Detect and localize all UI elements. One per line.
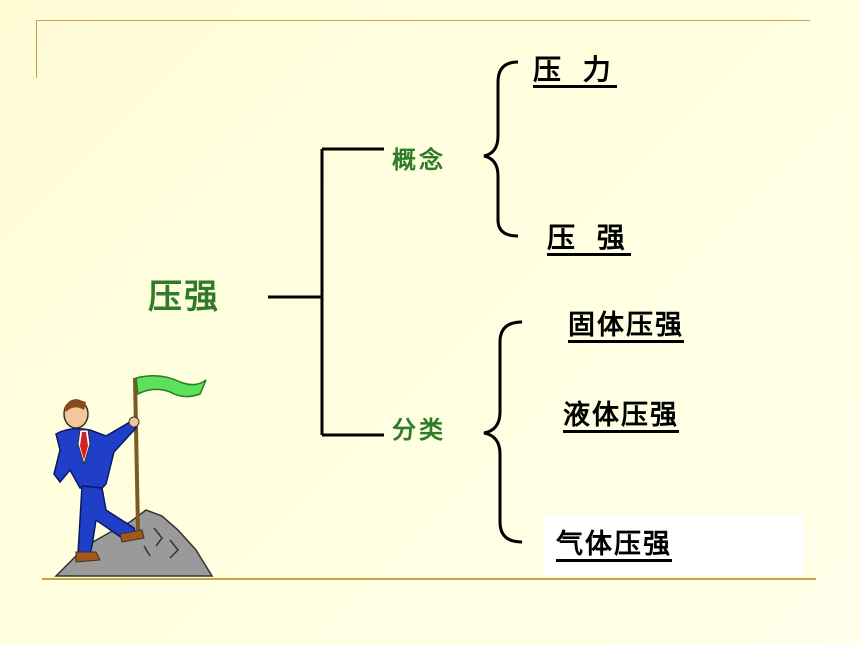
root-node: 压强 bbox=[148, 277, 220, 317]
frame-top-line bbox=[36, 20, 810, 21]
branch-concept: 概念 bbox=[392, 146, 446, 174]
leaf-pressure: 压 强 bbox=[547, 221, 631, 256]
man-with-flag-on-mountain-icon bbox=[53, 375, 214, 577]
frame-left-line bbox=[36, 20, 37, 78]
frame-bottom-line bbox=[42, 578, 816, 580]
leaf-gas-pressure-highlight bbox=[544, 515, 804, 575]
leaf-gas-pressure: 气体压强 bbox=[556, 529, 672, 562]
branch-category: 分类 bbox=[392, 416, 446, 444]
brace-category bbox=[483, 320, 523, 544]
brace-concept bbox=[483, 60, 519, 238]
leaf-solid-pressure: 固体压强 bbox=[568, 310, 684, 343]
leaf-pressure-force: 压 力 bbox=[533, 53, 617, 88]
leaf-liquid-pressure: 液体压强 bbox=[563, 400, 679, 433]
